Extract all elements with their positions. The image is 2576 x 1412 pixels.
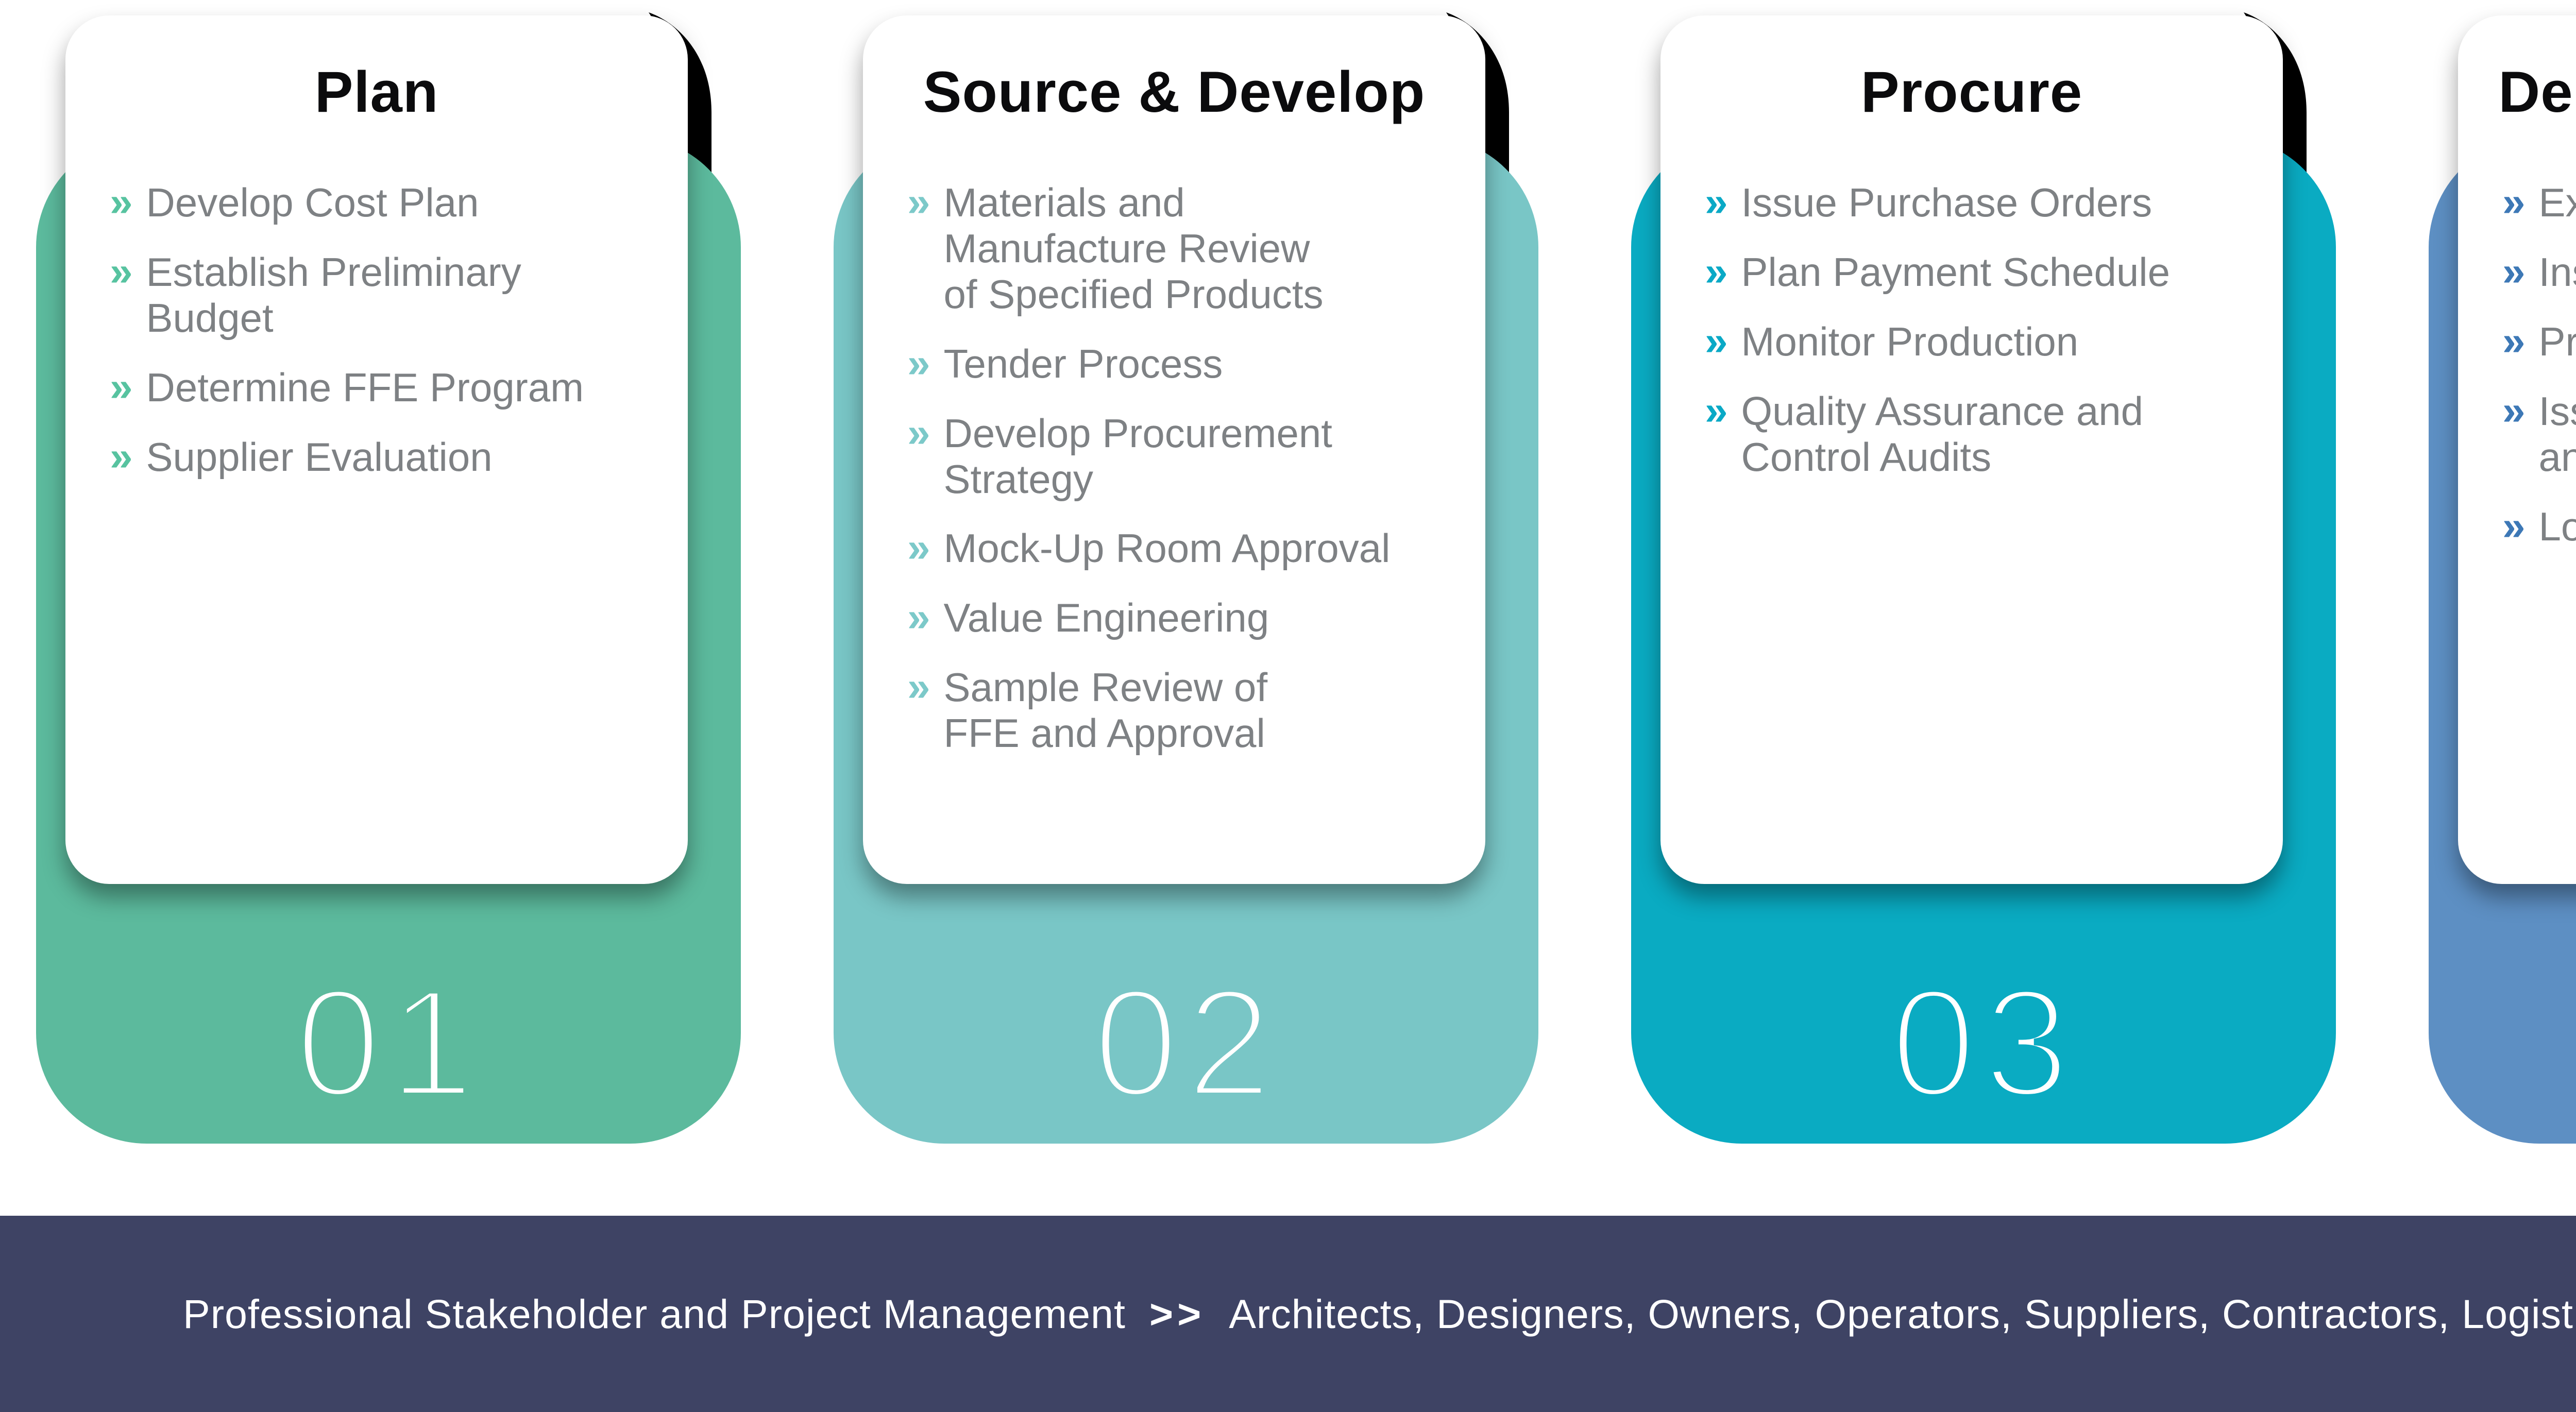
task-label: Quality Assurance and Control Audits <box>1741 388 2143 480</box>
chevron-bullet-icon: » <box>907 179 930 225</box>
task-item: » Develop Procurement Strategy <box>907 409 1467 502</box>
task-label: Tender Process <box>943 341 1223 386</box>
chevron-bullet-icon: » <box>907 339 930 386</box>
stage-task-list: » Expedite Orders » Installation & Placemen… <box>2458 179 2576 550</box>
stage-card-procure: 03 Procure » Issue Purchase Orders » Plan P… <box>1631 0 2336 1149</box>
banner-text-primary: Professional Stakeholder and Project Man… <box>183 1290 1126 1337</box>
stage-card-source-develop: 02 Source & Develop » Materials and Manuf… <box>834 0 1538 1149</box>
stage-title: Plan <box>314 60 439 124</box>
chevron-bullet-icon: » <box>1705 179 1728 225</box>
task-item: » Installation & Placement <box>2502 249 2576 295</box>
chevron-bullet-icon: » <box>1705 248 1728 294</box>
task-label: Plan Payment Schedule <box>1741 249 2171 295</box>
stage-title: Deliver & Handover <box>2498 60 2576 124</box>
task-item: » Tender Process <box>907 341 1467 387</box>
chevron-bullet-icon: » <box>2502 179 2526 225</box>
chevron-bullet-icon: » <box>110 179 133 225</box>
chevron-bullet-icon: » <box>907 409 930 455</box>
task-label: Supplier Evaluation <box>146 434 493 480</box>
chevron-bullet-icon: » <box>2502 248 2526 294</box>
chevron-bullet-icon: » <box>2502 502 2526 549</box>
task-item: » Logistics Management <box>2502 502 2576 550</box>
task-item: » Programmed Delivery <box>2502 317 2576 365</box>
task-label: Materials and Manufacture Review of Spec… <box>943 180 1324 317</box>
stage-card-plan: 01 Plan » Develop Cost Plan » Establish Pre… <box>36 0 741 1149</box>
stage-task-list: » Develop Cost Plan » Establish Preliminary… <box>65 179 688 480</box>
chevron-bullet-icon: » <box>1705 387 1728 433</box>
chevron-bullet-icon: » <box>907 524 930 571</box>
stage-task-list: » Materials and Manufacture Review of Spe… <box>863 179 1485 756</box>
task-item: » Value Engineering <box>907 594 1467 641</box>
chevron-bullet-icon: » <box>2502 317 2526 364</box>
task-label: Establish Preliminary Budget <box>146 249 521 341</box>
task-label: Determine FFE Program <box>146 364 584 410</box>
task-label: Installation & Placement <box>2538 249 2576 295</box>
stage-number: 03 <box>1887 956 2077 1129</box>
banner-text: Professional Stakeholder and Project Man… <box>183 1216 2576 1412</box>
banner-separator-icon: >> <box>1149 1290 1206 1337</box>
stage-title: Source & Develop <box>923 60 1426 124</box>
chevron-bullet-icon: » <box>907 664 930 710</box>
task-item: » Quality Assurance and Control Audits <box>1705 388 2264 480</box>
banner-ribbon <box>0 1216 2576 1412</box>
chevron-bullet-icon: » <box>110 363 133 410</box>
stage-content-card: Deliver & Handover » Expedite Orders » Inst… <box>2458 15 2576 884</box>
task-label: Develop Procurement Strategy <box>943 410 1332 502</box>
task-label: Develop Cost Plan <box>146 180 479 225</box>
chevron-bullet-icon: » <box>110 433 133 479</box>
chevron-bullet-icon: » <box>110 248 133 294</box>
task-item: » Supplier Evaluation <box>110 434 669 480</box>
stage-number: 04 <box>2429 965 2576 1120</box>
chevron-bullet-icon: » <box>2502 387 2526 433</box>
task-item: » Determine FFE Program <box>110 363 669 411</box>
task-item: » Expedite Orders <box>2502 179 2576 226</box>
stage-task-list: » Issue Purchase Orders » Plan Payment Sche… <box>1660 179 2283 480</box>
task-item: » Monitor Production <box>1705 317 2264 365</box>
task-item: » Issue O&M Manuals and Asset Registers <box>2502 388 2576 480</box>
task-label: Monitor Production <box>1741 318 2079 364</box>
task-label: Value Engineering <box>943 595 1269 641</box>
stage-content-card: Source & Develop » Materials and Manufact… <box>863 15 1485 884</box>
chevron-bullet-icon: » <box>1705 317 1728 364</box>
stage-content-card: Plan » Develop Cost Plan » Establish Prelim… <box>65 15 688 884</box>
task-label: Issue O&M Manuals and Asset Registers <box>2538 388 2576 480</box>
task-label: Logistics Management <box>2538 503 2576 549</box>
task-label: Mock-Up Room Approval <box>943 525 1391 571</box>
task-label: Issue Purchase Orders <box>1741 180 2153 225</box>
chevron-bullet-icon: » <box>907 594 930 640</box>
task-label: Sample Review of FFE and Approval <box>943 665 1268 756</box>
task-item: » Establish Preliminary Budget <box>110 249 669 341</box>
task-item: » Mock-Up Room Approval <box>907 525 1467 571</box>
task-label: Programmed Delivery <box>2538 318 2576 364</box>
task-item: » Issue Purchase Orders <box>1705 179 2264 226</box>
task-item: » Develop Cost Plan <box>110 179 669 226</box>
stage-number: 01 <box>292 956 482 1129</box>
stage-content-card: Procure » Issue Purchase Orders » Plan Paym… <box>1660 15 2283 884</box>
task-item: » Materials and Manufacture Review of Spe… <box>907 179 1467 317</box>
task-item: » Plan Payment Schedule <box>1705 249 2264 295</box>
stage-title: Procure <box>1860 60 2083 124</box>
stage-number: 02 <box>1089 956 1279 1129</box>
task-item: » Sample Review of FFE and Approval <box>907 664 1467 756</box>
stage-card-deliver-handover: 04 Deliver & Handover » Expedite Orders » I… <box>2429 0 2576 1149</box>
task-label: Expedite Orders <box>2538 180 2576 225</box>
banner-text-secondary: Architects, Designers, Owners, Operators… <box>1229 1290 2576 1337</box>
footer-banner: Professional Stakeholder and Project Man… <box>0 1216 2576 1412</box>
